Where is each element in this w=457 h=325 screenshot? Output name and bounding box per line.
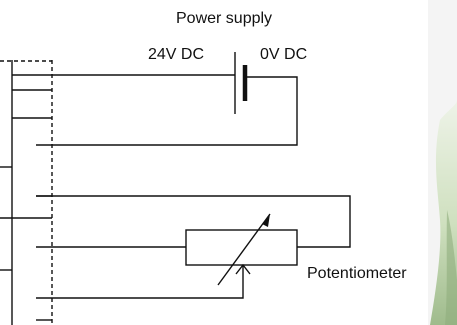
power-supply-label: Power supply: [176, 10, 272, 27]
variable-arrow-head: [262, 214, 270, 227]
wiper-arrow: [36, 266, 244, 299]
wire-0v: [36, 76, 298, 146]
negative-label: 0V DC: [260, 46, 307, 63]
wire-pot-top: [36, 195, 351, 248]
potentiometer-label: Potentiometer: [307, 265, 407, 282]
potentiometer-resistor: [185, 229, 298, 266]
wiper-arrow-head: [235, 263, 251, 275]
wiper-line: [217, 213, 271, 286]
positive-label: 24V DC: [148, 46, 204, 63]
background-plant-photo: [428, 0, 457, 325]
